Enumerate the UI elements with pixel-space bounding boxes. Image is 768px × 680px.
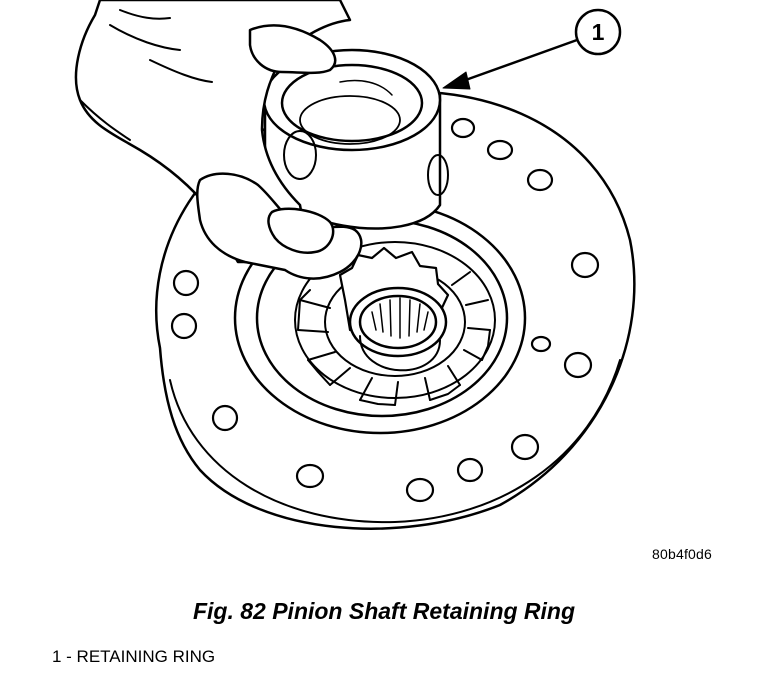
splined-hub xyxy=(348,286,448,372)
bolt-holes xyxy=(170,117,600,503)
hand xyxy=(74,0,363,280)
differential-illustration: 1 xyxy=(74,0,636,530)
legend-item: 1 - RETAINING RING xyxy=(52,647,216,666)
retaining-ring xyxy=(262,48,449,230)
callout-leader xyxy=(442,8,622,90)
figure-caption: Fig. 82 Pinion Shaft Retaining Ring xyxy=(192,598,576,624)
figure-code: 80b4f0d6 xyxy=(652,546,712,562)
callout-number: 1 xyxy=(592,19,605,45)
